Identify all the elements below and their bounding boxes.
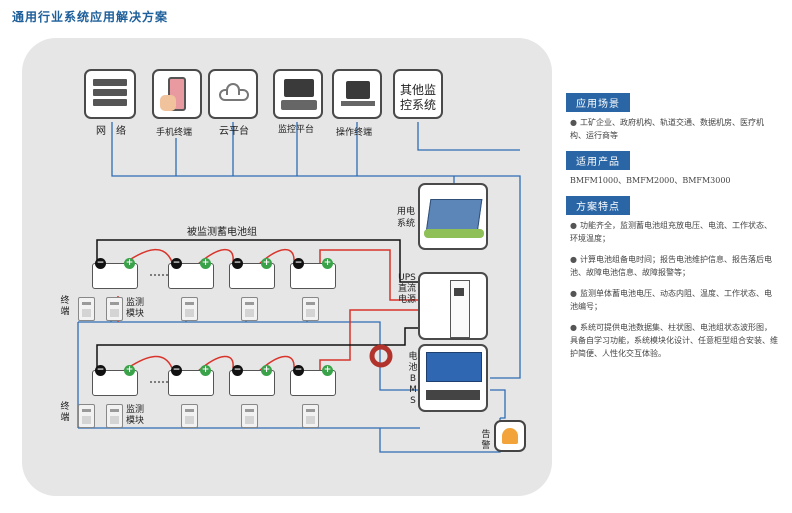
positive-terminal-icon: + (200, 365, 211, 376)
battery-group-label: 被监测蓄电池组 (187, 227, 257, 238)
monitor-platform-label: 监控平台 (278, 125, 315, 135)
monitor-platform-icon (273, 69, 323, 119)
terminal-module-icon (78, 297, 95, 321)
battery-cell: −+ (168, 365, 214, 396)
positive-terminal-icon: + (200, 258, 211, 269)
operator-terminal-label: 操作终端 (336, 128, 373, 138)
feature-item: ●监测单体蓄电池电压、动态内阻、温度、工作状态、电池编号； (570, 289, 772, 311)
battery-cell: −+ (290, 258, 336, 289)
battery-cell: −+ (229, 365, 275, 396)
positive-terminal-icon: + (261, 258, 272, 269)
monitor-module-label: 监测 模块 (126, 298, 145, 319)
info-panel: 应用场景 ●工矿企业、政府机构、轨道交通、数据机房、医疗机构、运行商等 适用产品… (566, 92, 778, 368)
network-server-icon (84, 69, 136, 119)
network-label: 网 络 (96, 126, 126, 137)
monitor-module-label: 监测 模块 (126, 405, 145, 426)
positive-terminal-icon: + (322, 365, 333, 376)
terminal-label: 终 端 (60, 402, 70, 423)
alarm-icon (494, 420, 526, 452)
battery-cell: −+ (168, 258, 214, 289)
other-monitoring-system-box: 其他监 控系统 (393, 69, 443, 119)
feature-item: ●功能齐全，监测蓄电池组充放电压、电流、工作状态、环境温度； (570, 221, 772, 243)
other-system-label: 其他监 控系统 (399, 83, 436, 112)
positive-terminal-icon: + (124, 258, 135, 269)
section-features-header: 方案特点 (566, 196, 630, 215)
monitor-module-icon (302, 297, 319, 321)
battery-cell: −+ (92, 365, 138, 396)
terminal-module-icon (78, 404, 95, 428)
positive-terminal-icon: + (322, 258, 333, 269)
negative-terminal-icon: − (95, 365, 106, 376)
alarm-label: 告 警 (481, 430, 491, 451)
monitor-module-icon (241, 404, 258, 428)
negative-terminal-icon: − (293, 365, 304, 376)
monitor-module-icon (241, 297, 258, 321)
feature-item: ●计算电池组备电时间；报告电池维护信息、报告落后电池、故障电池信息、故障报警等； (570, 255, 772, 277)
negative-terminal-icon: − (171, 258, 182, 269)
negative-terminal-icon: − (232, 365, 243, 376)
negative-terminal-icon: − (95, 258, 106, 269)
positive-terminal-icon: + (124, 365, 135, 376)
bms-label: 电 池 B M S (408, 352, 418, 406)
section-application-text: ●工矿企业、政府机构、轨道交通、数据机房、医疗机构、运行商等 (570, 118, 764, 140)
current-sensor-icon (369, 344, 393, 368)
monitor-module-icon (181, 297, 198, 321)
phone-label: 手机终端 (156, 128, 193, 138)
negative-terminal-icon: − (171, 365, 182, 376)
monitor-module-icon (106, 297, 123, 321)
mobile-phone-icon (152, 69, 202, 119)
operator-terminal-icon (332, 69, 382, 119)
monitor-module-icon (181, 404, 198, 428)
battery-cell: −+ (229, 258, 275, 289)
bms-unit-icon (418, 344, 488, 412)
terminal-label: 终 端 (60, 296, 70, 317)
section-products-text: BMFM1000、BMFM2000、BMFM3000 (570, 176, 731, 185)
load-system-label: 用电 系统 (397, 207, 416, 229)
cloud-label: 云平台 (219, 126, 249, 137)
monitor-module-icon (302, 404, 319, 428)
ups-cabinet-icon (418, 272, 488, 340)
cloud-icon (208, 69, 258, 119)
ups-label: UPS 直流 电源 (398, 273, 417, 305)
negative-terminal-icon: − (232, 258, 243, 269)
section-application-header: 应用场景 (566, 93, 630, 112)
load-system-icon (418, 183, 488, 250)
positive-terminal-icon: + (261, 365, 272, 376)
section-products-header: 适用产品 (566, 151, 630, 170)
feature-item: ●系统可提供电池数据集、柱状图、电池组状态波形图，具备自学习功能，系统模块化设计… (570, 323, 778, 358)
page-title: 通用行业系统应用解决方案 (12, 10, 169, 24)
negative-terminal-icon: − (293, 258, 304, 269)
battery-cell: −+ (92, 258, 138, 289)
monitor-module-icon (106, 404, 123, 428)
battery-cell: −+ (290, 365, 336, 396)
